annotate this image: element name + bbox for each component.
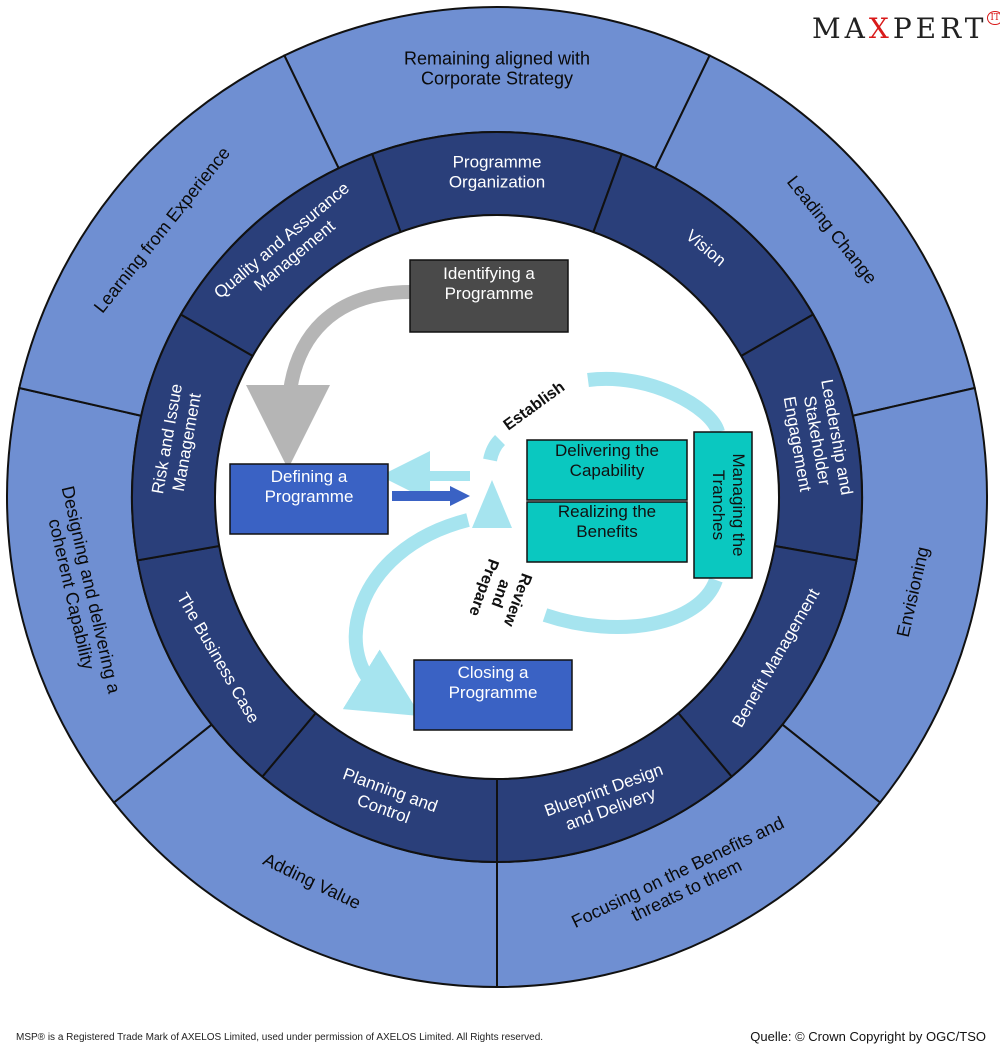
managing-box bbox=[693, 431, 753, 579]
establish-arc-start bbox=[483, 435, 506, 462]
defining-box bbox=[229, 463, 389, 535]
review-arc bbox=[542, 577, 723, 635]
close-arrow bbox=[342, 513, 470, 717]
realizing-box bbox=[526, 501, 688, 563]
establish-arc bbox=[587, 371, 725, 435]
identify-to-define-arrow bbox=[246, 285, 411, 469]
logo-badge: IT bbox=[987, 11, 1000, 25]
logo-text-x: X bbox=[868, 12, 893, 45]
trademark-note: MSP® is a Registered Trade Mark of AXELO… bbox=[16, 1032, 544, 1043]
logo-text-end: PERT bbox=[892, 12, 988, 45]
logo-text-start: MA bbox=[812, 12, 869, 45]
central-triangle bbox=[472, 480, 512, 528]
delivering-box bbox=[526, 439, 688, 501]
identifying-box bbox=[409, 259, 569, 333]
source-credit: Quelle: © Crown Copyright by OGC/TSO bbox=[750, 1029, 986, 1044]
closing-box bbox=[413, 659, 573, 731]
managing-label: Managing theTranches bbox=[709, 453, 748, 556]
forward-arrowhead bbox=[450, 486, 470, 506]
